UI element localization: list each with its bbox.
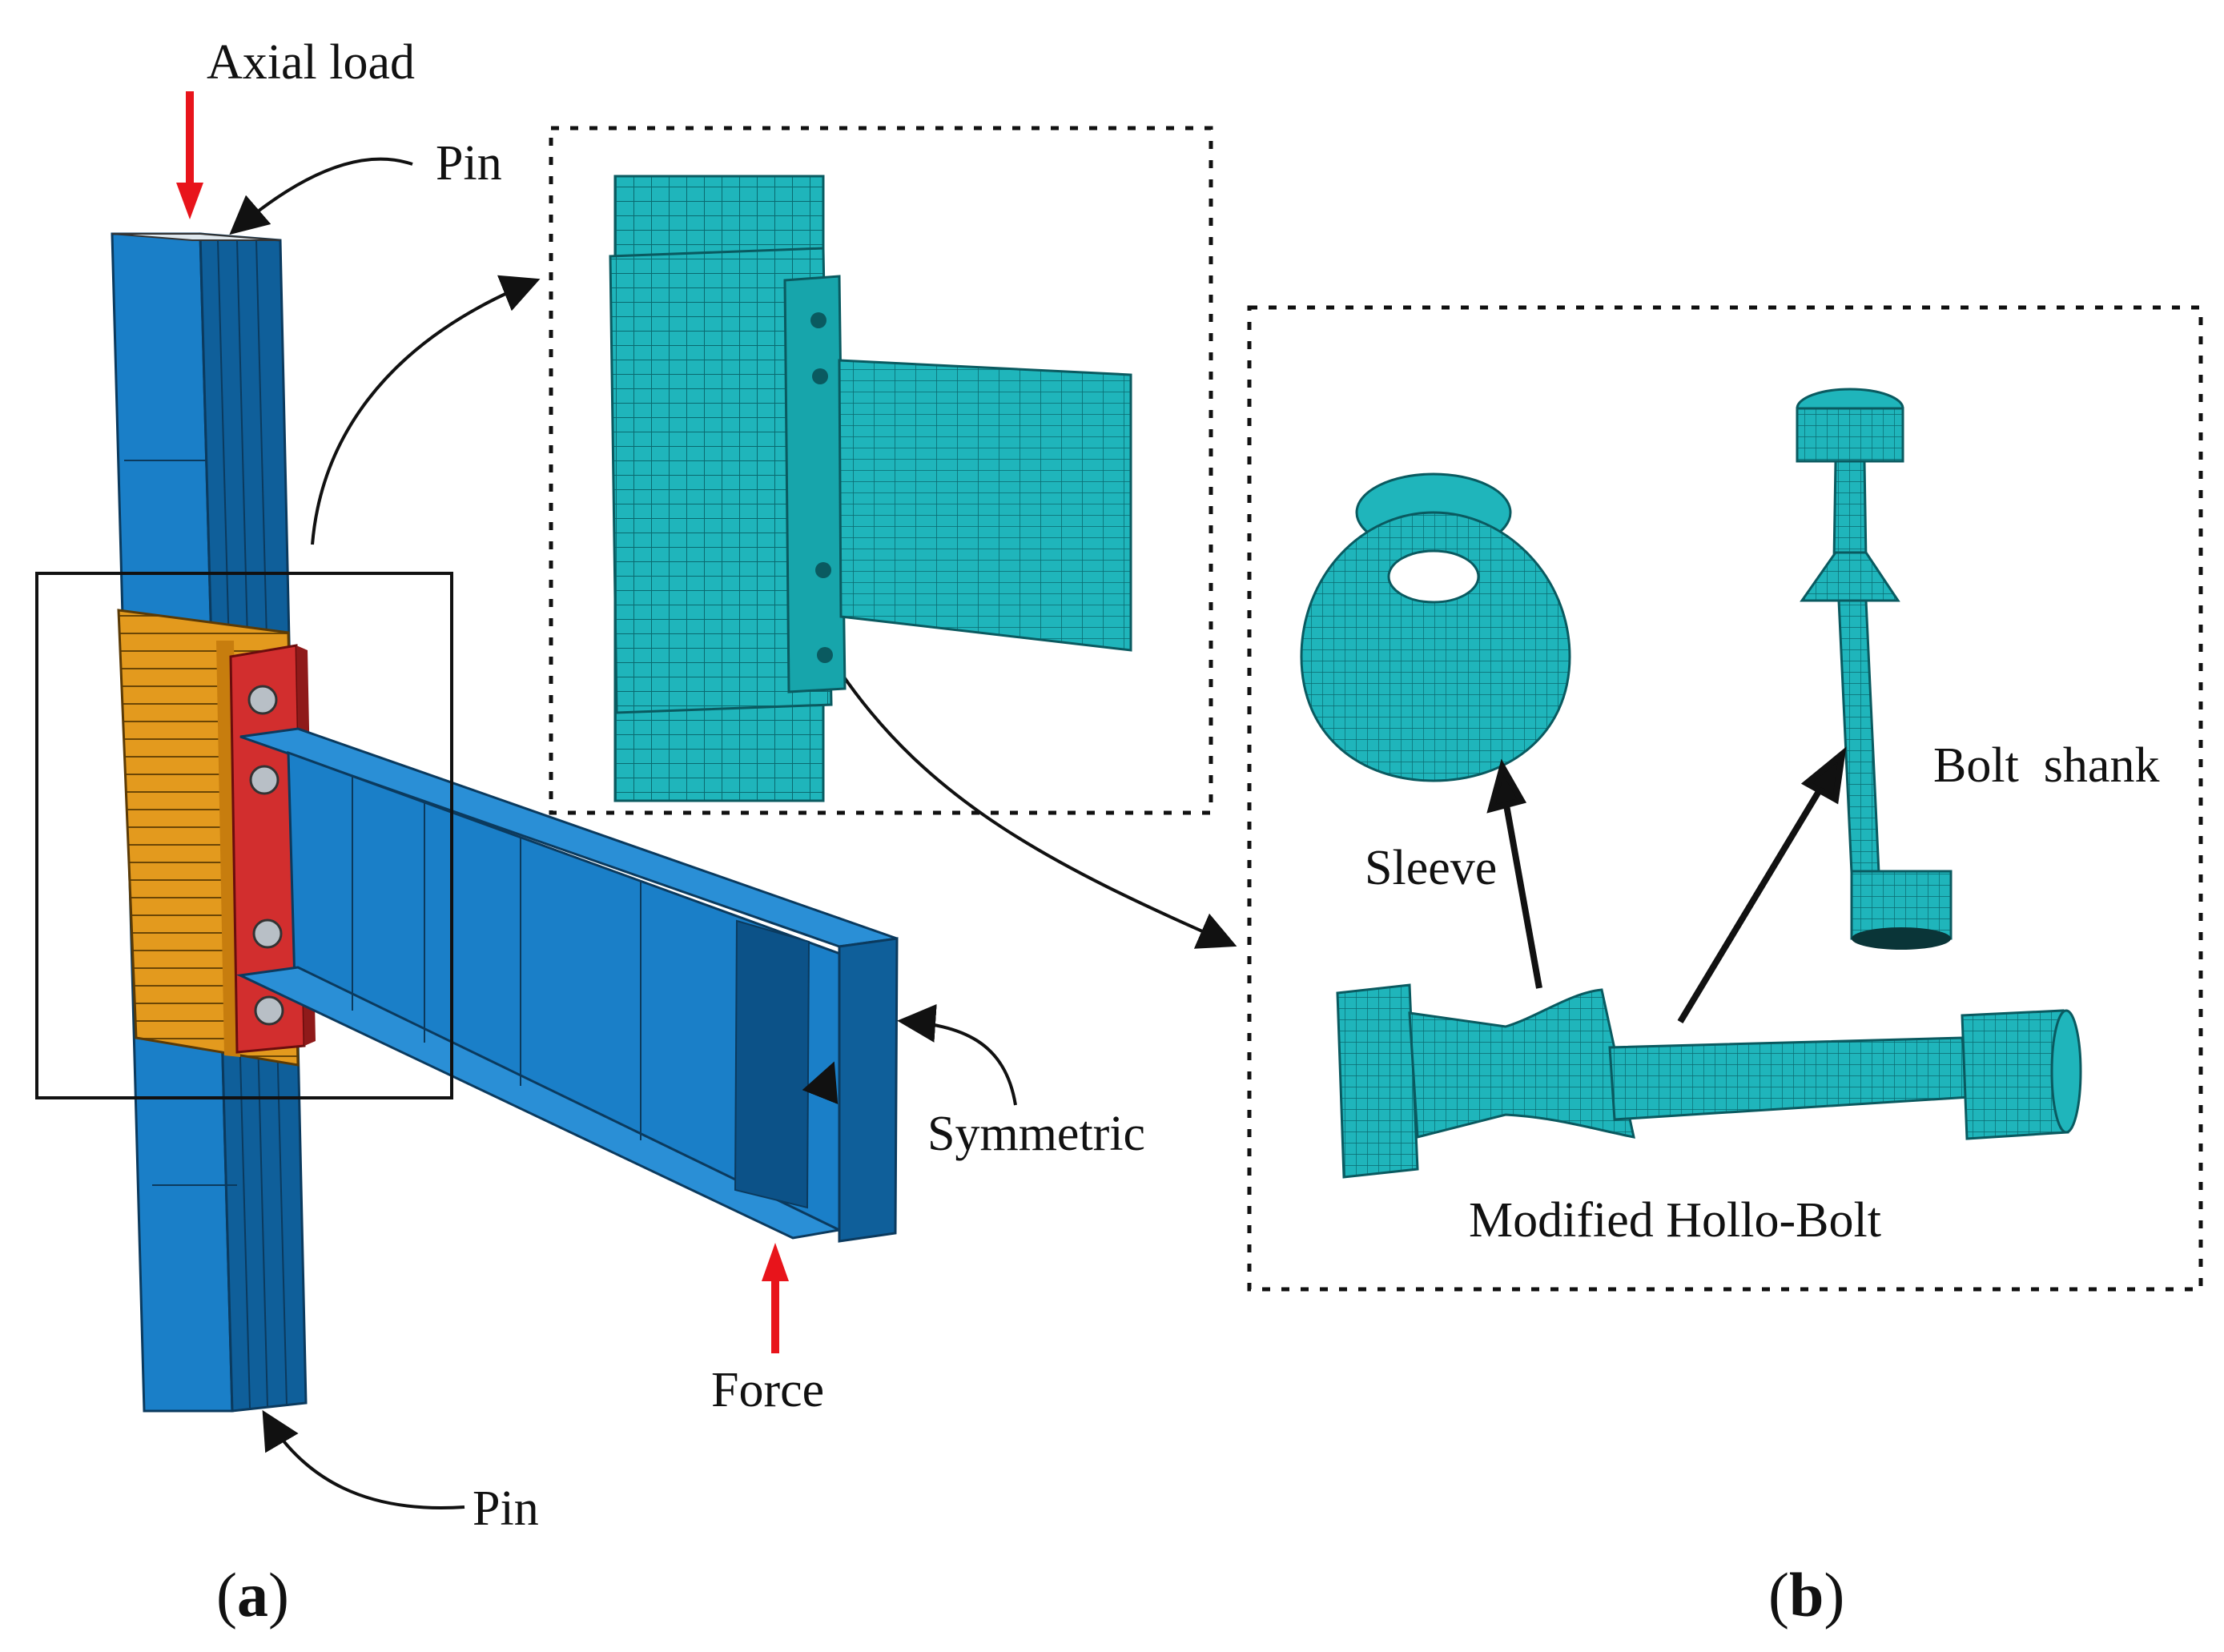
panel-a-model — [35, 232, 899, 1413]
label-symmetric: Symmetric — [927, 1107, 1145, 1161]
label-sleeve: Sleeve — [1365, 841, 1497, 895]
zoom-mesh-detail — [609, 175, 1132, 802]
zoom-detail-frame — [549, 126, 1213, 815]
sleeve-part — [1300, 472, 1571, 782]
panel-b-frame — [1247, 305, 2203, 1292]
bolt-shank-part — [1796, 388, 1953, 950]
beam — [235, 727, 899, 1243]
pointer-arrows — [229, 157, 1237, 1509]
label-axial-load: Axial load — [207, 35, 415, 90]
panel-label-a-letter: a — [237, 1560, 268, 1630]
bolt-heads — [247, 685, 284, 1026]
panel-label-b-letter: b — [1789, 1560, 1824, 1630]
label-pin-top: Pin — [436, 136, 502, 191]
panel-b-arrows — [1486, 746, 1847, 1024]
force-arrow — [762, 1243, 789, 1353]
panel-label-a: (a) — [216, 1560, 289, 1630]
panel-label-b: (b) — [1768, 1560, 1844, 1630]
label-bolt-shank: Bolt shank — [1933, 738, 2159, 793]
label-force: Force — [711, 1363, 824, 1417]
zoom-region-box — [35, 572, 453, 1099]
label-pin-bottom: Pin — [473, 1481, 539, 1536]
axial-load-arrow — [176, 91, 203, 219]
modified-hollo-bolt-part — [1336, 983, 2082, 1179]
label-modified-hollo-bolt: Modified Hollo-Bolt — [1469, 1193, 1881, 1248]
